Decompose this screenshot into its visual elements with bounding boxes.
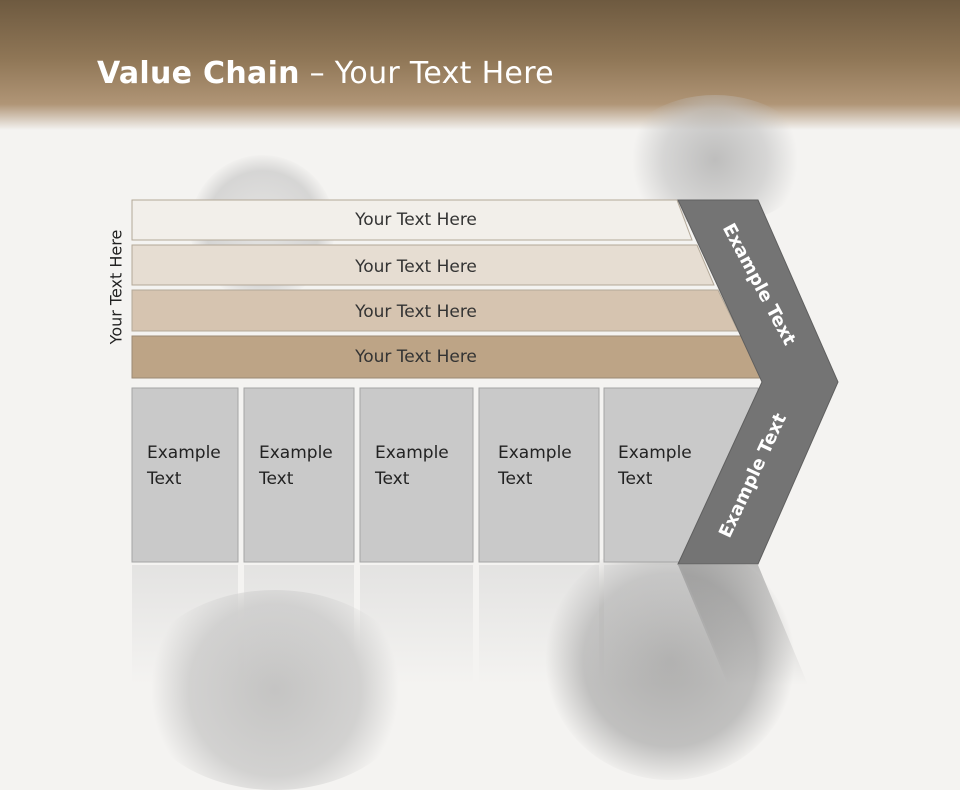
reflection-box-2 (244, 565, 354, 685)
band-2: Your Text Here (131, 244, 715, 286)
page-title: Value Chain – Your Text Here (97, 56, 554, 91)
reflection-chevron (678, 565, 808, 685)
reflection-box-3 (360, 565, 473, 685)
activity-box-1-shape (131, 387, 239, 563)
activity-box-2-line2: Text (258, 469, 294, 489)
activity-box-1-line1: Example (147, 443, 221, 463)
band-4-label: Your Text Here (354, 347, 477, 367)
reflection (132, 565, 808, 685)
activity-box-3: Example Text (359, 387, 474, 563)
activity-box-4-line1: Example (498, 443, 572, 463)
activity-box-5: Example Text (603, 387, 759, 563)
activity-box-3-shape (359, 387, 474, 563)
band-2-label: Your Text Here (354, 257, 477, 277)
activity-box-1: Example Text (131, 387, 239, 563)
activity-box-4-shape (478, 387, 600, 563)
chevron-shape (677, 199, 839, 565)
activity-box-5-line1: Example (618, 443, 692, 463)
reflection-box-1 (132, 565, 238, 685)
header-bar (0, 0, 960, 130)
chevron-arrow: Example Text Example Text (677, 199, 839, 565)
activity-box-4-line2: Text (497, 469, 533, 489)
reflection-box-4 (479, 565, 599, 685)
activity-box-2-line1: Example (259, 443, 333, 463)
reflection-box-5 (604, 565, 730, 685)
title-rest: – Your Text Here (299, 56, 554, 91)
activity-box-4: Example Text (478, 387, 600, 563)
activity-box-2: Example Text (243, 387, 355, 563)
band-3: Your Text Here (131, 289, 739, 332)
activity-box-5-line2: Text (617, 469, 653, 489)
activity-box-3-line2: Text (374, 469, 410, 489)
activity-box-1-line2: Text (146, 469, 182, 489)
activity-box-2-shape (243, 387, 355, 563)
band-1-shape (131, 199, 693, 241)
band-1-label: Your Text Here (354, 210, 477, 230)
activity-box-3-line1: Example (375, 443, 449, 463)
band-4: Your Text Here (131, 335, 763, 379)
title-bold: Value Chain (97, 56, 300, 91)
band-2-shape (131, 244, 715, 286)
band-3-label: Your Text Here (354, 302, 477, 322)
band-1: Your Text Here (131, 199, 693, 241)
value-chain-diagram: Your Text Here Your Text Here Your Text … (131, 199, 839, 685)
